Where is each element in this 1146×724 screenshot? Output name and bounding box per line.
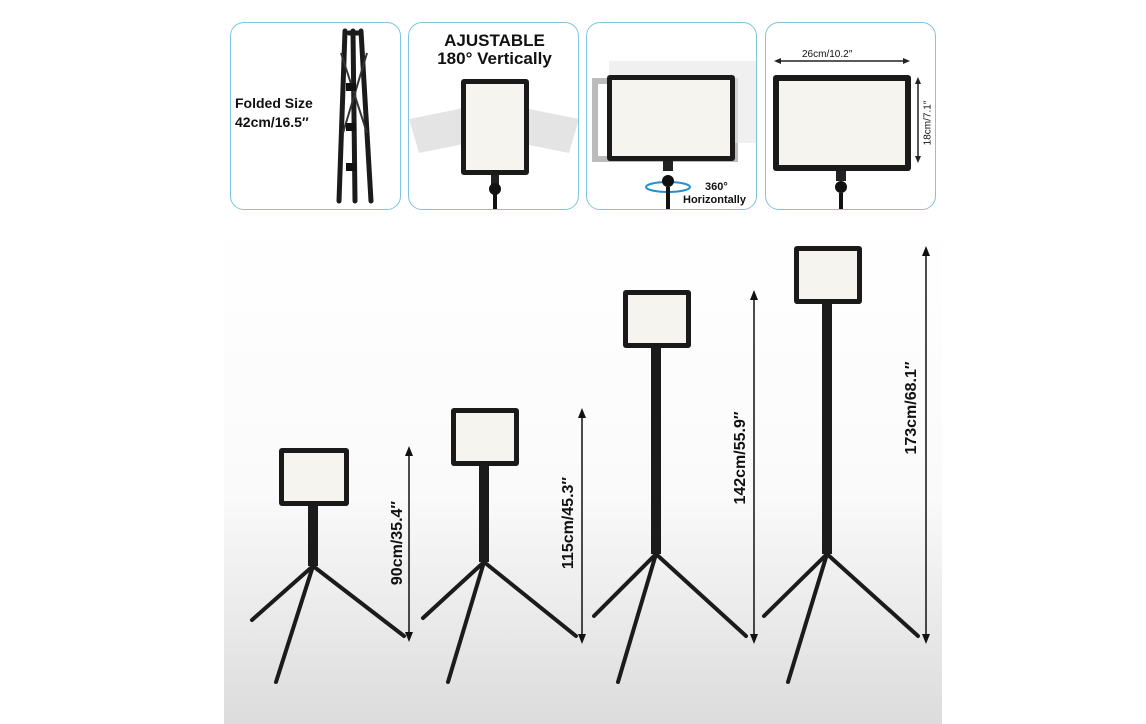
height-label-90: 90cm/35.4″	[389, 500, 406, 586]
panel-vertical-tilt: AJUSTABLE 180° Vertically	[408, 22, 579, 210]
height-label-142: 142cm/55.9″	[732, 411, 749, 505]
adjustable-title: AJUSTABLE	[444, 31, 545, 50]
stand-90cm	[250, 446, 413, 684]
rotate-label: Horizontally	[683, 194, 746, 206]
folded-stand-illustration	[336, 28, 374, 204]
panel-horizontal-rotate: 360° Horizontally	[586, 22, 757, 210]
rotate-illustration	[592, 61, 756, 209]
tilt-illustration	[409, 79, 578, 209]
rotate-degrees: 360°	[705, 181, 728, 193]
stand-142cm	[592, 290, 758, 684]
stand-173cm	[762, 246, 930, 684]
dimension-illustration	[773, 58, 921, 209]
width-label: 26cm/10.2″	[802, 49, 853, 60]
panel-folded-size: Folded Size 42cm/16.5″	[230, 22, 401, 210]
panel-dimensions: 26cm/10.2″ 18cm/7.1″	[765, 22, 936, 210]
height-label-115: 115cm/45.3″	[560, 476, 577, 570]
folded-size-label: Folded Size	[235, 95, 313, 111]
stand-115cm	[421, 408, 586, 684]
folded-size-value: 42cm/16.5″	[235, 114, 309, 130]
height-label-173: 173cm/68.1″	[903, 361, 920, 455]
vertical-tilt-label: 180° Vertically	[437, 49, 552, 68]
